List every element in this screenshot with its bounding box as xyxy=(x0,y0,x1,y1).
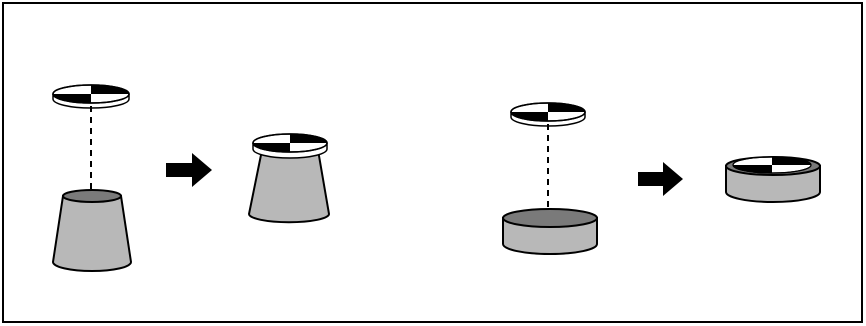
right-arrow-icon xyxy=(638,162,683,196)
diagram-border xyxy=(2,2,863,323)
right-arrow-icon xyxy=(166,153,212,187)
checker-disc-icon xyxy=(52,84,130,109)
truncated-cone-icon xyxy=(51,189,133,272)
flat-cylinder-icon xyxy=(502,208,598,255)
checker-disc-icon xyxy=(510,102,586,127)
disc-on-cone-icon xyxy=(247,133,331,224)
disc-in-cylinder-icon xyxy=(725,156,821,203)
